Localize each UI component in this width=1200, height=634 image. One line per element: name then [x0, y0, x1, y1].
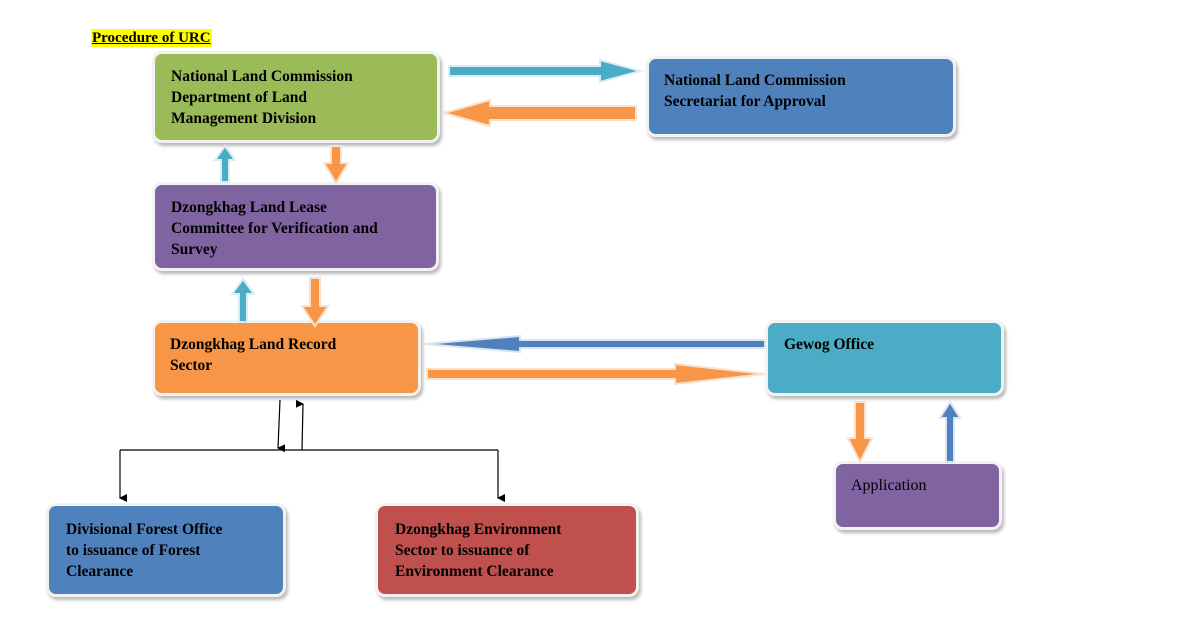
box-label-line: Clearance — [66, 563, 134, 580]
arrow-committee-to-record — [300, 277, 330, 328]
arrow-gewog-to-application — [846, 401, 874, 465]
land-record-sector-box: Dzongkhag Land Record Sector — [152, 320, 421, 396]
environment-sector-box: Dzongkhag Environment Sector to issuance… — [375, 503, 639, 597]
forest-office-box: Divisional Forest Office to issuance of … — [46, 503, 286, 597]
box-label-line: Secretariat for Approval — [664, 93, 826, 110]
gewog-office-box: Gewog Office — [765, 320, 1004, 396]
box-label-line: National Land Commission — [171, 68, 353, 85]
box-label-line: Application — [851, 477, 927, 494]
box-label-line: Committee for Verification and — [171, 220, 378, 237]
nlc-secretariat-box: National Land Commission Secretariat for… — [646, 56, 956, 137]
arrow-nlc-to-committee — [322, 145, 350, 185]
clearance-connectors — [119, 399, 505, 502]
arrow-to-secretariat — [448, 58, 644, 84]
box-label-line: Department of Land — [171, 89, 308, 106]
arrow-committee-to-nlc — [213, 144, 237, 183]
arrow-from-secretariat — [440, 98, 637, 128]
dzongkhag-lease-committee-box: Dzongkhag Land Lease Committee for Verif… — [152, 182, 439, 271]
diagram-title: Procedure of URC — [91, 29, 212, 47]
arrow-gewog-to-record — [423, 334, 766, 354]
box-label-line: Environment Clearance — [395, 563, 554, 580]
arrow-application-to-gewog — [938, 400, 962, 463]
box-label-line: Survey — [171, 241, 218, 258]
nlc-land-management-box: National Land Commission Department of L… — [152, 51, 440, 143]
box-label-line: Dzongkhag Environment — [395, 521, 562, 538]
box-label-line: Sector — [170, 357, 213, 374]
box-label-line: Divisional Forest Office — [66, 521, 223, 538]
box-label-line: Management Division — [171, 110, 317, 127]
box-label-line: National Land Commission — [664, 72, 846, 89]
box-label-line: Dzongkhag Land Record — [170, 336, 337, 353]
box-label-line: to issuance of Forest — [66, 542, 201, 559]
box-label-line: Sector to issuance of — [395, 542, 530, 559]
box-label-line: Dzongkhag Land Lease — [171, 199, 327, 216]
arrow-record-to-committee — [230, 277, 256, 323]
application-box: Application — [833, 461, 1002, 530]
box-label-line: Gewog Office — [784, 336, 874, 353]
arrow-record-to-gewog — [426, 362, 766, 386]
